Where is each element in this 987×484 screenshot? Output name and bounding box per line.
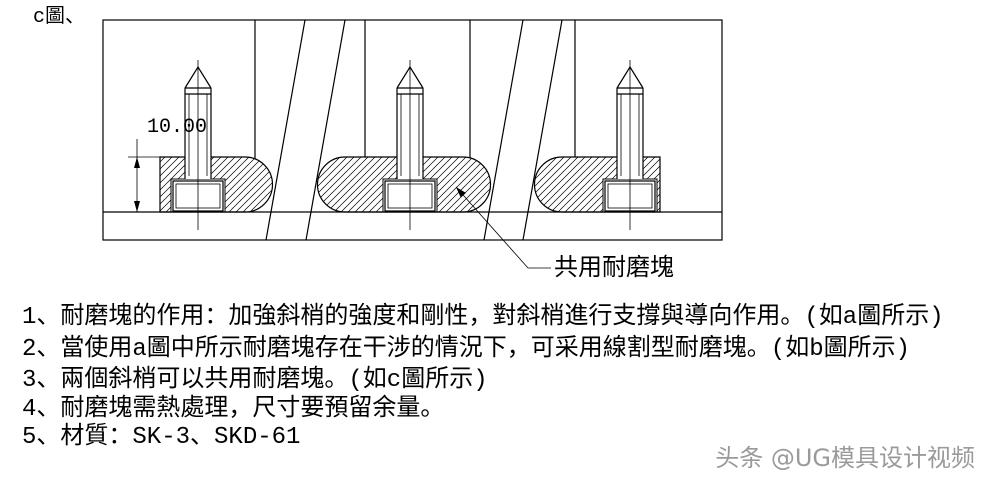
lifter-left-edge: [305, 19, 346, 241]
dimension-arrow-top: [134, 157, 140, 168]
figure-label: c圖、: [33, 6, 86, 29]
bolt-left: [170, 60, 226, 230]
note-item: 4、耐磨塊需熱處理，尺寸要預留余量。: [22, 396, 445, 423]
lifter-left-edge: [265, 19, 306, 241]
note-item: 3、兩個斜梢可以共用耐磨塊。(如c圖所示): [22, 367, 488, 394]
lifter-right-edge: [483, 19, 524, 241]
callout-label: 共用耐磨塊: [554, 256, 674, 283]
note-item: 2、當使用a圖中所示耐磨塊存在干涉的情況下，可采用線割型耐磨塊。(如b圖所示): [22, 336, 911, 363]
note-item: 5、材質：SK-3、SKD-61: [22, 424, 301, 451]
callout-leader-line: [455, 186, 529, 269]
bolt-right: [602, 60, 658, 230]
dimension-value: 10.00: [147, 116, 208, 139]
note-item: 1、耐磨塊的作用：加強斜梢的強度和剛性，對斜梢進行支撐與導向作用。(如a圖所示): [22, 304, 944, 331]
dimension-arrow-bottom: [134, 201, 140, 212]
bolt-center: [382, 60, 438, 230]
watermark: 头条 @UG模具设计视频: [715, 444, 975, 472]
callout-arrowhead: [456, 187, 466, 198]
lifter-right-edge: [522, 19, 563, 241]
frame-outline: [102, 19, 723, 241]
